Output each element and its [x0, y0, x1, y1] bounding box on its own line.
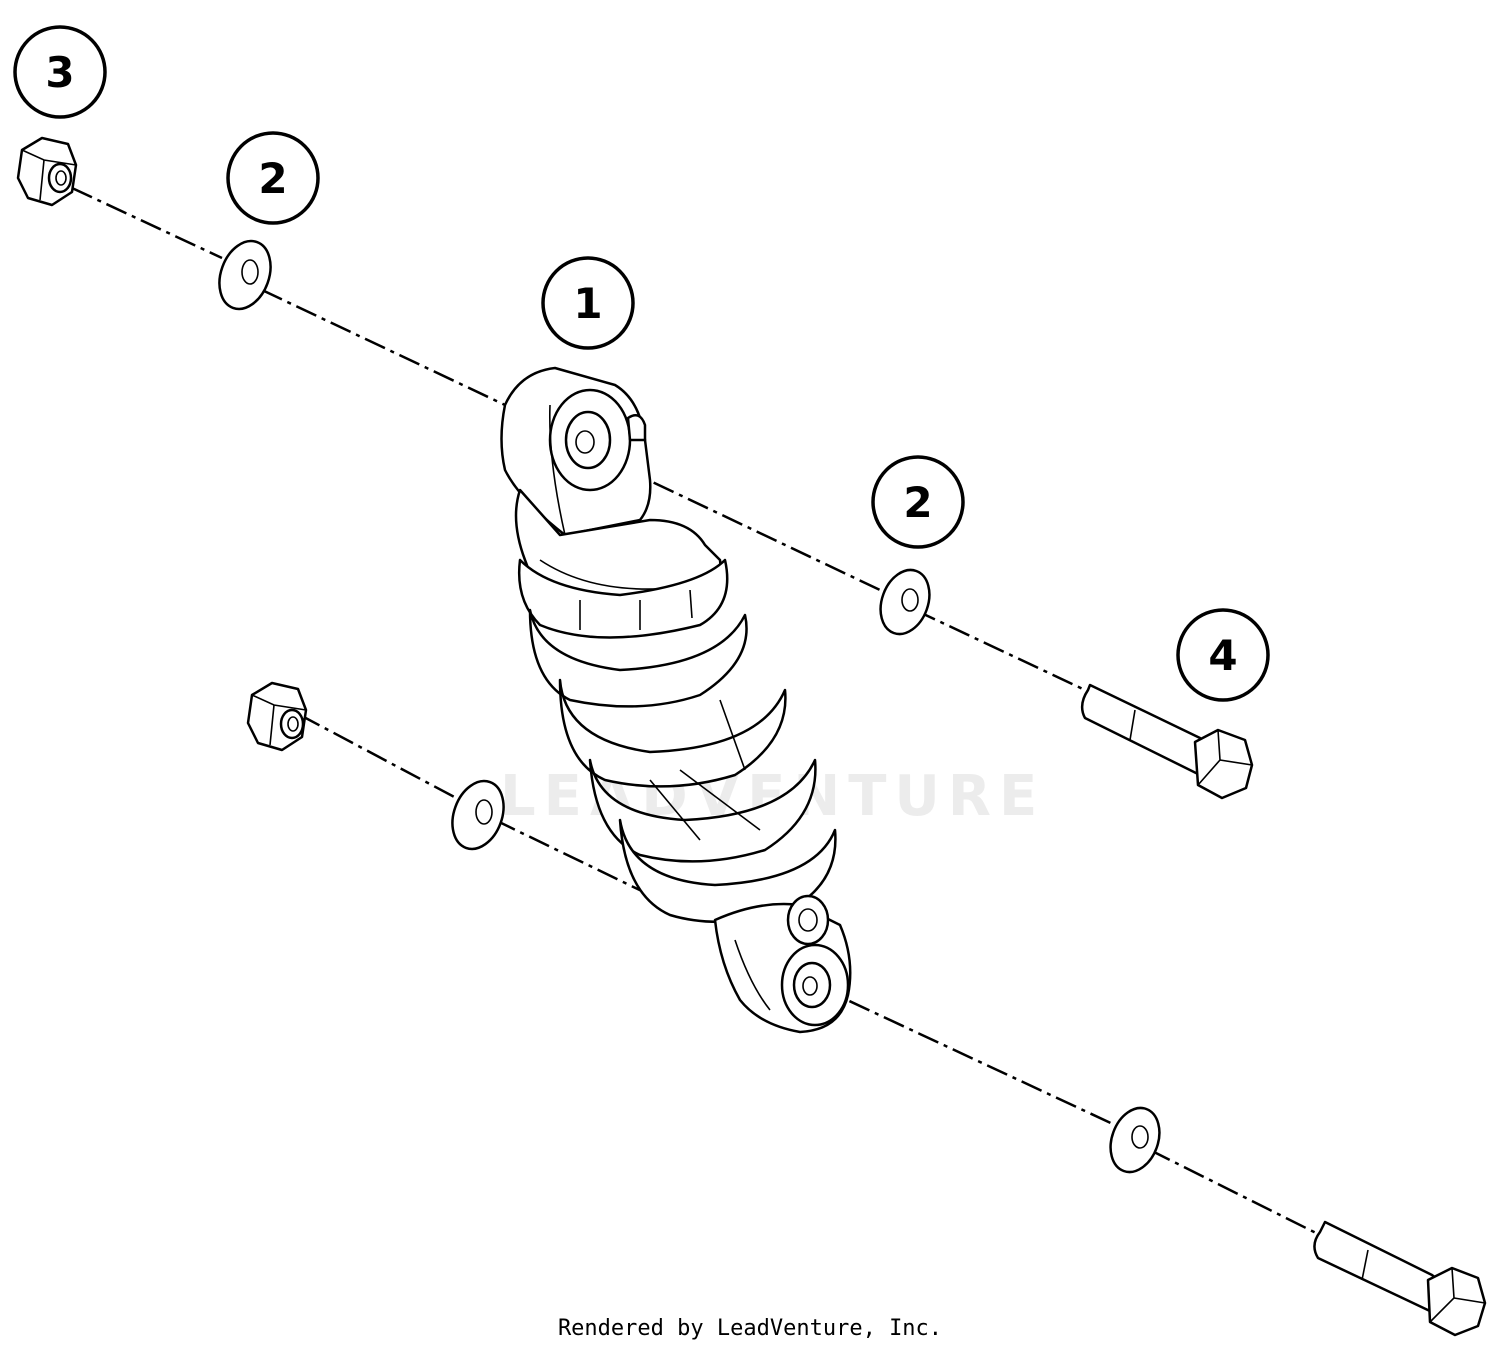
svg-text:3: 3 — [45, 48, 74, 97]
callout-1: 1 — [541, 256, 635, 350]
callout-4: 4 — [1176, 608, 1270, 702]
svg-text:2: 2 — [258, 154, 287, 203]
callout-2-upper-left: 2 — [226, 131, 320, 225]
bolt-icon — [1080, 683, 1254, 800]
washer-icon — [451, 779, 505, 851]
shock-absorber-icon — [500, 366, 852, 1034]
callout-2-upper-right: 2 — [871, 455, 965, 549]
callout-3: 3 — [13, 25, 107, 119]
svg-text:1: 1 — [573, 279, 602, 328]
nut-icon — [16, 136, 78, 207]
svg-text:2: 2 — [903, 478, 932, 527]
nut-icon — [246, 681, 308, 752]
bolt-icon — [1313, 1220, 1487, 1337]
washer-icon — [879, 568, 931, 636]
footer-credit: Rendered by LeadVenture, Inc. — [557, 1316, 943, 1341]
washer-icon — [218, 239, 272, 311]
lower-axis-line — [299, 713, 1321, 1237]
svg-text:4: 4 — [1208, 631, 1237, 680]
washer-icon — [1109, 1106, 1161, 1174]
